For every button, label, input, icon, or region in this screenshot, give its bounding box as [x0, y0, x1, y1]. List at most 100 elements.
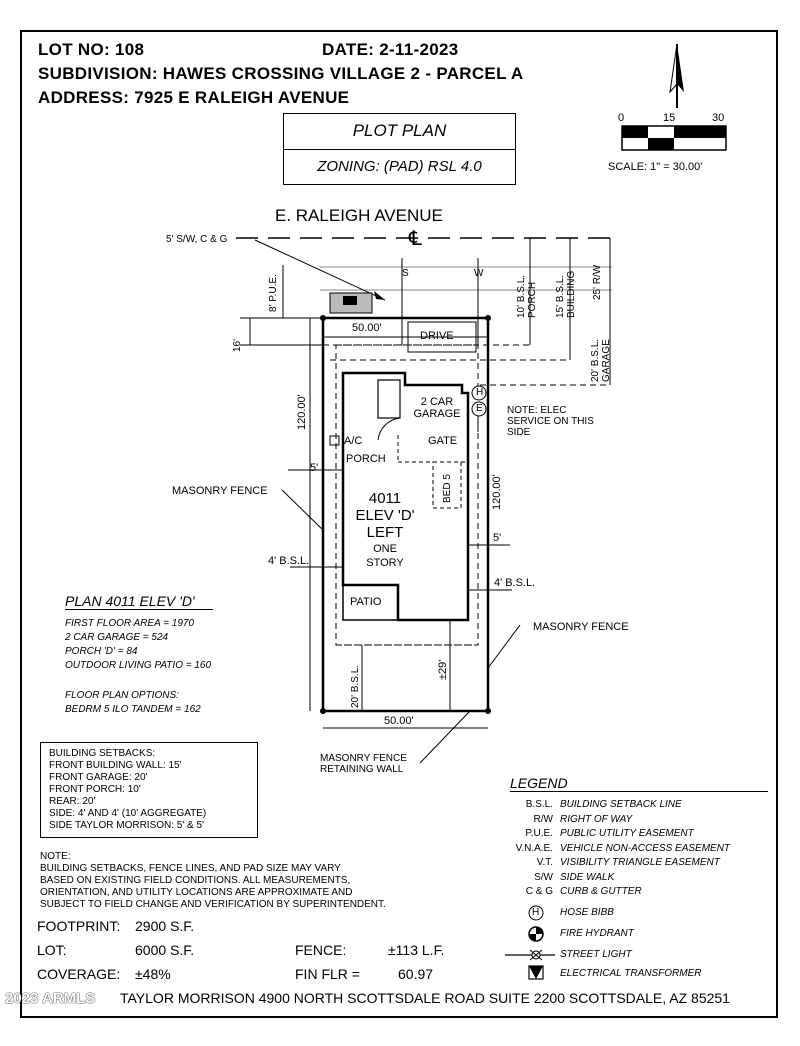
house-plan-number: 4011 — [368, 490, 402, 507]
floor-options-title: FLOOR PLAN OPTIONS: — [65, 690, 179, 701]
legend-text: RIGHT OF WAY — [560, 813, 633, 825]
legend-text: SIDE WALK — [560, 871, 615, 883]
scale-label: SCALE: 1" = 30.00' — [608, 161, 703, 173]
porch-label: PORCH — [346, 453, 386, 465]
finish-floor-value: 60.97 — [398, 966, 434, 982]
plan-info-line: FIRST FLOOR AREA = 1970 — [65, 618, 195, 629]
plan-info-line: OUTDOOR LIVING PATIO = 160 — [65, 660, 212, 671]
garage-bsl-label: 20' B.S.L. GARAGE — [590, 338, 612, 382]
legend-symbol-label: ELECTRICAL TRANSFORMER — [560, 968, 702, 979]
sidewalk-label: 5' S/W, C & G — [166, 234, 228, 245]
patio-label: PATIO — [350, 596, 382, 608]
legend-symbol-label: FIRE HYDRANT — [560, 928, 634, 939]
garage-label: 2 CAR GARAGE — [413, 396, 461, 420]
elec-marker: E — [476, 403, 483, 414]
scale-tick-15: 15 — [663, 112, 676, 124]
house-story-1: ONE — [373, 543, 397, 555]
hose-bibb-icon: H — [532, 907, 540, 918]
fence-label: FENCE: — [295, 942, 347, 958]
plan-date: DATE: 2-11-2023 — [322, 40, 459, 59]
bed5-label: BED 5 — [442, 474, 453, 503]
porch-bsl-label: 10' B.S.L. PORCH — [516, 274, 538, 318]
setback-line: SIDE: 4' AND 4' (10' AGGREGATE) — [49, 808, 207, 819]
legend-text: CURB & GUTTER — [560, 886, 642, 897]
legend-abbr: C & G — [525, 886, 553, 897]
finish-floor-label: FIN FLR = — [295, 966, 360, 982]
floor-option: BEDRM 5 ILO TANDEM = 162 — [65, 704, 201, 715]
coverage-value: ±48% — [135, 966, 171, 982]
legend-symbol-label: HOSE BIBB — [560, 907, 614, 918]
drive-label: DRIVE — [420, 330, 454, 342]
zoning: ZONING: (PAD) RSL 4.0 — [317, 158, 482, 175]
note-line: ORIENTATION, AND UTILITY LOCATIONS ARE A… — [40, 887, 353, 898]
right-depth-dim: 120.00' — [491, 474, 503, 510]
gate-label: GATE — [428, 435, 458, 447]
legend-text: VEHICLE NON-ACCESS EASEMENT — [560, 842, 731, 854]
legend-symbol-label: STREET LIGHT — [560, 949, 632, 960]
rear-29-dim: ±29' — [437, 659, 449, 680]
fence-value: ±113 L.F. — [388, 942, 445, 958]
left-five-dim: 5' — [310, 462, 319, 474]
setback-line: REAR: 20' — [49, 796, 96, 807]
legend-text: BUILDING SETBACK LINE — [560, 799, 682, 810]
legend-abbr: V.N.A.E. — [515, 842, 553, 854]
title-block: PLOT PLAN ZONING: (PAD) RSL 4.0 — [283, 113, 516, 185]
masonry-fence-right: MASONRY FENCE — [533, 621, 629, 633]
building-bsl-label: 15' B.S.L. BUILDING — [555, 270, 577, 318]
address: ADDRESS: 7925 E RALEIGH AVENUE — [38, 88, 350, 107]
setback-line: BUILDING SETBACKS: — [49, 748, 156, 759]
setbacks-box: BUILDING SETBACKS: FRONT BUILDING WALL: … — [40, 742, 258, 838]
note-line: NOTE: — [40, 851, 71, 862]
lot-area-value: 6000 S.F. — [135, 942, 195, 958]
note-line: BUILDING SETBACKS, FENCE LINES, AND PAD … — [40, 863, 341, 874]
note-line: SUBJECT TO FIELD CHANGE AND VERIFICATION… — [40, 899, 386, 910]
scale-tick-0: 0 — [618, 112, 625, 124]
house-elevation: ELEV 'D' — [355, 507, 415, 524]
right-five-dim: 5' — [493, 532, 502, 544]
legend-abbr: B.S.L. — [525, 799, 553, 810]
legend-abbr: R/W — [533, 813, 553, 825]
lot-number: LOT NO: 108 — [38, 40, 145, 59]
legend-text: VISIBILITY TRIANGLE EASEMENT — [560, 857, 720, 868]
plan-info-line: PORCH 'D' = 84 — [65, 646, 138, 657]
setback-line: FRONT GARAGE: 20' — [49, 772, 148, 783]
w-mark: W — [474, 268, 484, 279]
note-line: BASED ON EXISTING FIELD CONDITIONS. ALL … — [40, 875, 351, 886]
subdivision: SUBDIVISION: HAWES CROSSING VILLAGE 2 - … — [38, 64, 524, 83]
legend-abbr: S/W — [534, 871, 553, 883]
lot-area-label: LOT: — [37, 942, 67, 958]
masonry-fence-left: MASONRY FENCE — [172, 485, 268, 497]
company-address: TAYLOR MORRISON 4900 NORTH SCOTTSDALE RO… — [120, 990, 730, 1006]
hose-bibb-marker: H — [476, 387, 484, 398]
pue-label: 8' P.U.E. — [268, 274, 279, 312]
plan-info-title: PLAN 4011 ELEV 'D' — [65, 593, 213, 610]
centerline-symbol: ℄ — [409, 228, 422, 250]
setback-line: FRONT BUILDING WALL: 15' — [49, 760, 182, 771]
legend-abbr: V.T. — [536, 857, 553, 868]
left-bsl-label: 4' B.S.L. — [268, 555, 310, 567]
ac-label: A/C — [344, 435, 363, 447]
elec-service-note: NOTE: ELEC SERVICE ON THIS SIDE — [507, 405, 594, 438]
setback-line: SIDE TAYLOR MORRISON: 5' & 5' — [49, 820, 204, 831]
legend-abbr: P.U.E. — [525, 828, 553, 839]
s-mark: S — [402, 268, 409, 279]
rear-bsl-label: 20' B.S.L. — [350, 664, 361, 708]
legend-title: LEGEND — [510, 775, 768, 792]
rear-width-dim: 50.00' — [384, 715, 414, 727]
footprint-label: FOOTPRINT: — [37, 918, 121, 934]
left-depth-dim: 120.00' — [296, 394, 308, 430]
watermark: 2023 ARMLS — [5, 990, 96, 1007]
street-name: E. RALEIGH AVENUE — [275, 206, 443, 225]
house-story-2: STORY — [366, 557, 404, 569]
sixteen-dim: 16' — [232, 338, 243, 352]
house-hand: LEFT — [366, 524, 404, 541]
legend-text: PUBLIC UTILITY EASEMENT — [560, 828, 694, 839]
setback-line: FRONT PORCH: 10' — [49, 784, 141, 795]
right-of-way-label: 25' R/W — [592, 264, 603, 300]
plot-plan-title: PLOT PLAN — [284, 114, 515, 150]
plan-info-line: 2 CAR GARAGE = 524 — [65, 632, 169, 643]
coverage-label: COVERAGE: — [37, 966, 121, 982]
front-width-dim: 50.00' — [352, 322, 382, 334]
right-bsl-label: 4' B.S.L. — [494, 577, 536, 589]
masonry-fence-rear: MASONRY FENCE RETAINING WALL — [320, 753, 407, 775]
